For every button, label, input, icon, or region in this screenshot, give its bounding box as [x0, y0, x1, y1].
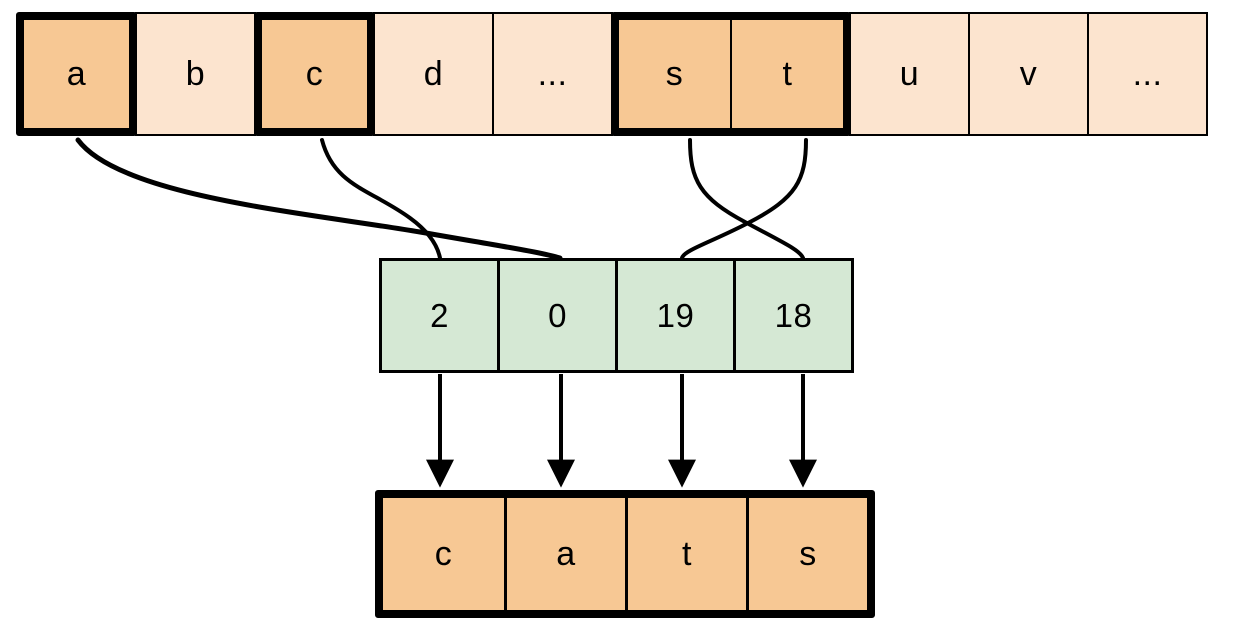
output-cell-1[interactable]: a: [504, 498, 625, 610]
alphabet-cell-c[interactable]: c: [254, 12, 375, 136]
alphabet-cell-s[interactable]: s: [611, 12, 732, 136]
curve-s-to-index-18: [688, 138, 805, 260]
alphabet-cell-b[interactable]: b: [135, 12, 256, 136]
curve-t-to-index-19: [680, 138, 808, 260]
alphabet-cell-v[interactable]: v: [968, 12, 1089, 136]
index-cell-1[interactable]: 0: [497, 258, 618, 373]
alphabet-cell-d[interactable]: d: [373, 12, 494, 136]
alphabet-cell-a[interactable]: a: [16, 12, 137, 136]
index-cell-3[interactable]: 18: [733, 258, 854, 373]
index-array: 2 0 19 18: [379, 258, 854, 373]
output-word: c a t s: [375, 490, 875, 618]
index-cell-0[interactable]: 2: [379, 258, 500, 373]
output-cell-2[interactable]: t: [625, 498, 746, 610]
alphabet-cell-ellipsis-1: ...: [492, 12, 613, 136]
alphabet-cell-u[interactable]: u: [849, 12, 970, 136]
index-cell-2[interactable]: 19: [615, 258, 736, 373]
alphabet-cell-ellipsis-2: ...: [1087, 12, 1208, 136]
alphabet-cell-t[interactable]: t: [730, 12, 851, 136]
output-cell-3[interactable]: s: [746, 498, 867, 610]
alphabet-strip: a b c d ... s t u v ...: [16, 12, 1208, 136]
curve-a-to-index-0: [75, 137, 563, 261]
curve-c-to-index-2: [320, 138, 442, 260]
output-cell-0[interactable]: c: [383, 498, 504, 610]
